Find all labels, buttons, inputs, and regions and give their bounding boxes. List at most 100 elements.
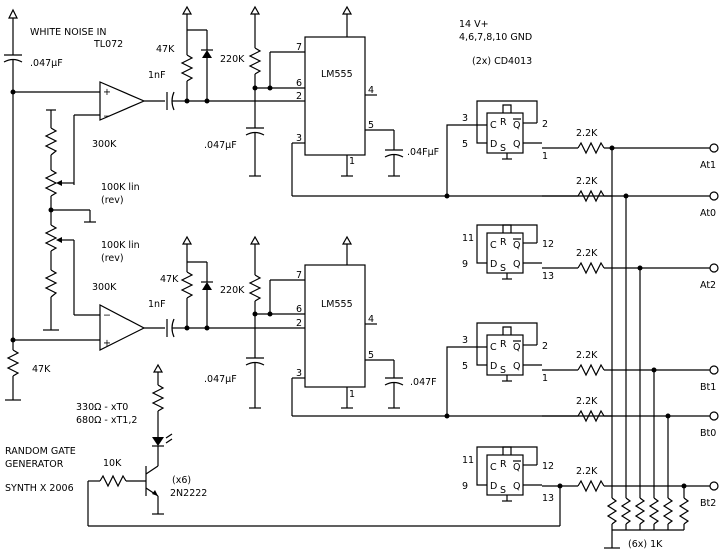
c047-top-label: .047µF	[204, 140, 237, 151]
credit-label: SYNTH X 2006	[5, 483, 74, 494]
pot-top-label-a: 100K lin	[101, 182, 140, 193]
output-terminal[interactable]	[709, 481, 719, 491]
svg-text:Q: Q	[513, 481, 520, 492]
svg-text:6: 6	[296, 304, 302, 315]
svg-text:7: 7	[296, 42, 302, 53]
output-terminal[interactable]	[709, 365, 719, 375]
svg-text:5: 5	[462, 139, 468, 150]
svg-text:2.2K: 2.2K	[576, 248, 598, 259]
r47k-top-label: 47K	[156, 44, 175, 55]
c047-bot-label: .047F	[410, 377, 437, 388]
led-r2-label: 680Ω - xT1,2	[76, 415, 137, 426]
svg-text:2.2K: 2.2K	[576, 128, 598, 139]
output-label: Bt0	[700, 428, 716, 439]
svg-text:R: R	[500, 339, 507, 350]
output-terminal[interactable]	[709, 263, 719, 273]
svg-text:S: S	[500, 485, 506, 496]
ne555-top-label: LM555	[321, 69, 353, 80]
output-terminal[interactable]	[709, 143, 719, 153]
opamp-label: TL072	[93, 39, 123, 50]
svg-text:2: 2	[296, 91, 302, 102]
svg-text:Q: Q	[513, 361, 520, 372]
nf-bot-label: 1nF	[148, 299, 166, 310]
svg-text:C: C	[490, 342, 497, 353]
led-r1-label: 330Ω - xT0	[76, 402, 128, 413]
ic-555-bottom	[255, 235, 404, 416]
svg-text:C: C	[490, 462, 497, 473]
pot-bot-label-a: 100K lin	[101, 240, 140, 251]
svg-text:2.2K: 2.2K	[576, 176, 598, 187]
opamp-bottom: − +	[99, 304, 146, 351]
nf-top-label: 1nF	[148, 70, 166, 81]
power-label: 14 V+	[459, 19, 489, 30]
output-terminal[interactable]	[709, 411, 719, 421]
r-47k-bottom-label: 47K	[32, 364, 51, 375]
flipflop-label: (2x) CD4013	[472, 56, 532, 67]
output-label: At2	[700, 280, 716, 291]
svg-text:Q: Q	[513, 462, 520, 473]
output-section: 2.2KAt12.2KAt02.2KAt22.2KBt12.2KBt02.2KB…	[542, 128, 719, 549]
svg-text:R: R	[500, 117, 507, 128]
resistor-47k-bottom	[6, 349, 20, 377]
pot-top-label-b: (rev)	[101, 195, 124, 206]
svg-text:S: S	[500, 263, 506, 274]
svg-text:2: 2	[542, 119, 548, 130]
svg-text:Q: Q	[513, 259, 520, 270]
led-driver	[87, 363, 563, 527]
svg-text:D: D	[490, 361, 497, 372]
output-terminal[interactable]	[709, 191, 719, 201]
svg-text:9: 9	[462, 481, 468, 492]
r47k-mid-label: 47K	[160, 274, 179, 285]
ne555-bot-label: LM555	[321, 299, 353, 310]
svg-text:5: 5	[462, 361, 468, 372]
svg-text:S: S	[500, 143, 506, 154]
svg-text:R: R	[500, 237, 507, 248]
svg-text:−: −	[103, 310, 111, 321]
svg-text:C: C	[490, 120, 497, 131]
coupling-cap-top	[144, 91, 186, 111]
r220k-top-label: 220K	[220, 54, 245, 65]
svg-text:11: 11	[462, 455, 474, 466]
svg-text:5: 5	[368, 350, 374, 361]
output-label: At0	[700, 208, 716, 219]
title-line-1: RANDOM GATE	[5, 446, 76, 457]
svg-text:D: D	[490, 259, 497, 270]
svg-text:3: 3	[296, 133, 302, 144]
output-at1: 2.2K At1	[542, 128, 719, 530]
svg-text:1: 1	[542, 373, 548, 384]
trans-count-label: (x6)	[172, 475, 191, 486]
timing-top	[180, 5, 300, 177]
title-line-2: GENERATOR	[5, 459, 64, 470]
r10k-label: 10K	[103, 458, 122, 469]
svg-text:1: 1	[349, 389, 355, 400]
svg-text:2: 2	[542, 341, 548, 352]
svg-text:S: S	[500, 365, 506, 376]
gnd-pins-label: 4,6,7,8,10 GND	[459, 32, 532, 43]
svg-text:2: 2	[296, 318, 302, 329]
svg-text:5: 5	[368, 120, 374, 131]
output-label: At1	[700, 160, 716, 171]
svg-text:4: 4	[368, 314, 374, 325]
svg-text:D: D	[490, 139, 497, 150]
svg-text:2.2K: 2.2K	[576, 350, 598, 361]
svg-text:12: 12	[542, 239, 554, 250]
supply-arrow	[8, 8, 18, 19]
svg-text:D: D	[490, 481, 497, 492]
svg-text:Q: Q	[513, 120, 520, 131]
svg-text:6: 6	[296, 78, 302, 89]
trans-part-label: 2N2222	[170, 488, 207, 499]
opamp-top: + −	[99, 81, 146, 122]
svg-text:9: 9	[462, 259, 468, 270]
output-at0: 2.2K At0	[542, 176, 719, 530]
r220k-mid-label: 220K	[220, 285, 245, 296]
c047-mid-label: .047µF	[204, 374, 237, 385]
svg-text:3: 3	[296, 368, 302, 379]
svg-text:C: C	[490, 240, 497, 251]
